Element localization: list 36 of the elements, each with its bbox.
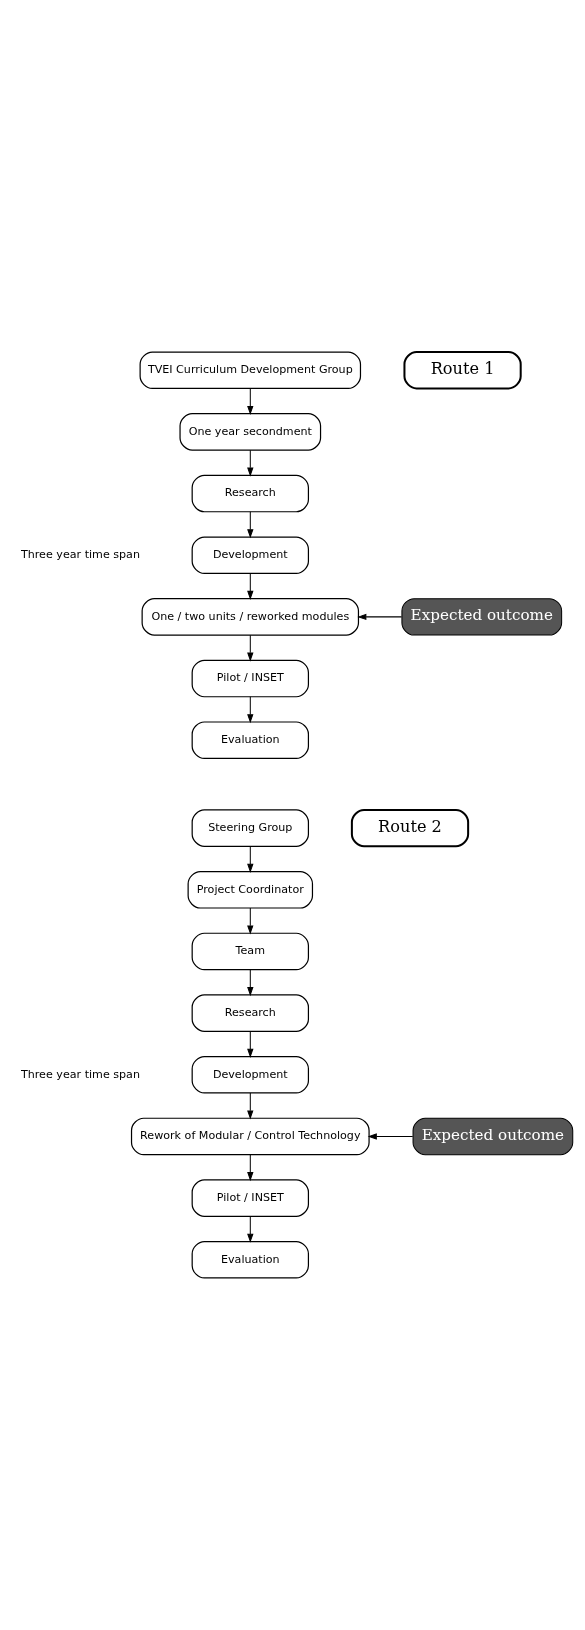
arrow xyxy=(247,449,254,477)
arrow xyxy=(247,696,254,724)
node-box: Expected outcome xyxy=(401,598,563,636)
node-box: One year secondment xyxy=(179,413,322,451)
arrow xyxy=(247,572,254,600)
node-box: Research xyxy=(191,474,310,513)
node-box: Expected outcome xyxy=(412,1117,574,1156)
node-box: Project Coordinator xyxy=(187,871,314,909)
arrow xyxy=(357,613,403,621)
arrow xyxy=(247,907,254,935)
arrow xyxy=(247,1215,254,1243)
node-box: TVEI Curriculum Development Group xyxy=(139,351,362,390)
arrow xyxy=(247,388,254,415)
arrow xyxy=(247,1154,254,1182)
arrow xyxy=(247,1092,254,1120)
arrow xyxy=(247,1030,254,1058)
arrow xyxy=(367,1133,414,1140)
node-box: Route 1 xyxy=(403,351,522,390)
node-box: Development xyxy=(191,1056,310,1094)
label: Three year time span xyxy=(20,548,140,562)
node-box: Evaluation xyxy=(191,1240,310,1279)
node-box: Research xyxy=(191,994,310,1032)
arrow xyxy=(247,845,254,873)
node-box: Evaluation xyxy=(191,721,310,759)
node-box: One / two units / reworked modules xyxy=(141,598,360,636)
arrow xyxy=(247,511,254,539)
node-box: Development xyxy=(191,536,310,574)
arrow xyxy=(247,634,254,662)
arrow xyxy=(247,969,254,997)
node-box: Route 2 xyxy=(350,808,470,848)
node-box: Rework of Modular / Control Technology xyxy=(130,1117,370,1156)
label: Three year time span xyxy=(20,1067,140,1081)
node-box: Pilot / INSET xyxy=(191,659,310,698)
node-box: Team xyxy=(191,932,310,971)
node-box: Steering Group xyxy=(191,809,310,847)
node-box: Pilot / INSET xyxy=(191,1179,310,1217)
